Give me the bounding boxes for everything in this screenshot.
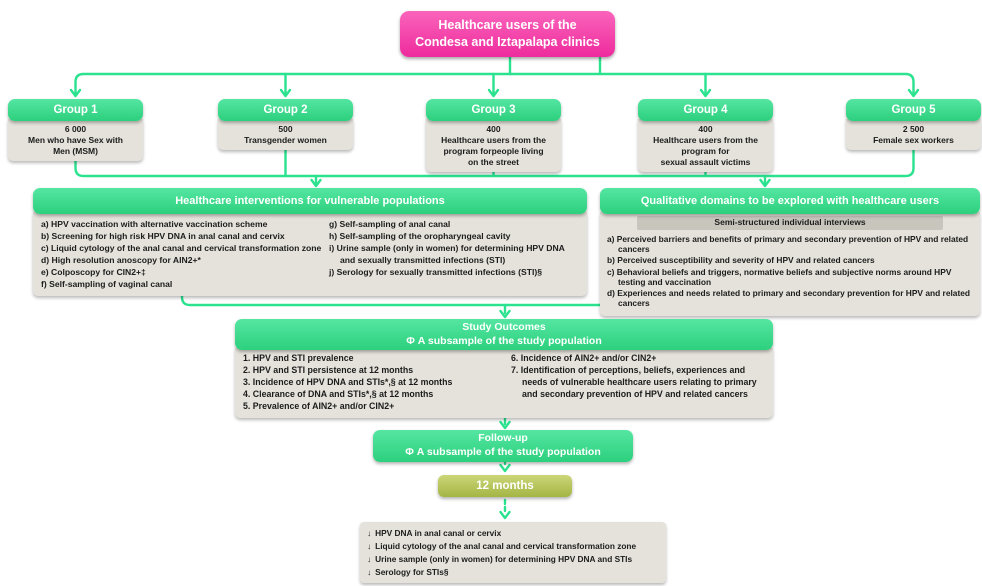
followup-test-item: ↓Serology for STIs§ [367,566,449,577]
interventions-list-left: a) HPV vaccination with alternative vacc… [41,218,329,290]
group-2-title: Group 2 [218,99,353,121]
qualitative-item: c) Behavioral beliefs and triggers, norm… [607,266,952,287]
qualitative-section: Qualitative domains to be explored with … [600,188,980,316]
intervention-item: j) Serology for sexually transmitted inf… [329,267,542,278]
duration-box: 12 months [438,475,572,497]
followup-subtitle: Φ A subsample of the study population [405,445,601,458]
arrowhead-g5 [907,88,920,98]
down-arrow-bullet-icon: ↓ [367,540,372,551]
outcome-item: 4. Clearance of DNA and STIs*,§ at 12 mo… [243,388,434,399]
intervention-item: d) High resolution anoscopy for AIN2+* [41,255,201,266]
outcome-item: 6. Incidence of AIN2+ and/or CIN2+ [511,353,657,364]
intervention-item: b) Screening for high risk HPV DNA in an… [41,231,285,242]
study-outcomes-section: Study Outcomes Φ A subsample of the stud… [235,319,773,418]
arrowhead-g2 [279,88,292,98]
root-population-box: Healthcare users of the Condesa and Izta… [400,11,615,57]
intervention-item: a) HPV vaccination with alternative vacc… [41,219,268,229]
intervention-item: g) Self-sampling of anal canal [329,219,451,229]
down-arrow-bullet-icon: ↓ [367,553,372,564]
interventions-title: Healthcare interventions for vulnerable … [33,188,587,214]
group-2-count: 500 [278,124,293,134]
followup-test-item: ↓Liquid cytology of the anal canal and c… [367,540,637,551]
qualitative-item: b) Perceived susceptibility and severity… [607,255,875,266]
group-1-title: Group 1 [8,99,143,121]
down-arrow-bullet-icon: ↓ [367,528,372,538]
outcome-item: 3. Incidence of HPV DNA and STIs*,§ at 1… [243,377,453,388]
outcomes-list-right: 6. Incidence of AIN2+ and/or CIN2+ 7. Id… [511,353,765,412]
group-5-title: Group 5 [846,99,981,121]
group-4-count: 400 [698,124,713,134]
qualitative-subtitle: Semi-structured individual interviews [637,216,943,230]
outcome-item: 7. Identification of perceptions, belief… [511,365,757,399]
interventions-section: Healthcare interventions for vulnerable … [33,188,587,297]
arrowhead-outcomes [499,309,511,319]
outcome-item: 5. Prevalence of AIN2+ and/or CIN2+ [243,400,395,411]
outcomes-list-left: 1. HPV and STI prevalence 2. HPV and STI… [243,353,511,412]
outcomes-title: Study Outcomes [462,321,546,333]
qualitative-item: a) Perceived barriers and benefits of pr… [607,233,969,255]
arrowhead-tests [499,510,511,520]
group-4-title: Group 4 [638,99,773,121]
group-1-count: 6 000 [64,124,87,134]
interventions-list-right: g) Self-sampling of anal canal h) Self-s… [329,218,579,290]
followup-box: Follow-up Φ A subsample of the study pop… [373,430,633,462]
intervention-item: i) Urine sample (only in women) for dete… [329,243,565,266]
followup-test-item: ↓HPV DNA in anal canal or cervix [367,528,502,538]
group-2-desc: Transgender women [244,135,327,146]
intervention-item: e) Colposcopy for CIN2+‡ [41,267,146,278]
arrowhead-g1 [69,88,82,98]
group-5-count: 2 500 [902,124,925,134]
followup-title: Follow-up [478,432,528,444]
outcome-item: 1. HPV and STI prevalence [243,353,354,364]
arrowhead-duration [499,463,511,473]
intervention-item: c) Liquid cytology of the anal canal and… [41,243,322,254]
arrowhead-g3 [487,88,500,98]
qualitative-item: d) Experiences and needs related to prim… [607,288,971,309]
group-1-desc: Men who have Sex with Men (MSM) [28,135,123,157]
arrowhead-g4 [699,88,712,98]
arrowhead-right-section [759,178,771,188]
arrowhead-left-section [310,178,322,188]
group-3-title: Group 3 [426,99,561,121]
followup-tests-box: ↓HPV DNA in anal canal or cervix ↓Liquid… [360,522,666,584]
qualitative-title: Qualitative domains to be explored with … [600,188,980,214]
outcomes-subtitle: Φ A subsample of the study population [406,334,602,347]
arrowhead-followup [499,420,511,430]
group-4-desc: Healthcare users from the program for se… [653,135,758,168]
intervention-item: h) Self-sampling of the oropharyngeal ca… [329,231,511,242]
group-3-desc: Healthcare users from the program forpeo… [441,135,546,168]
group-5-desc: Female sex workers [873,135,954,146]
down-arrow-bullet-icon: ↓ [367,566,372,577]
group-3-count: 400 [486,124,501,134]
followup-test-item: ↓Urine sample (only in women) for determ… [367,553,633,564]
outcome-item: 2. HPV and STI persistence at 12 months [243,365,414,376]
intervention-item: f) Self-sampling of vaginal canal [41,279,173,290]
